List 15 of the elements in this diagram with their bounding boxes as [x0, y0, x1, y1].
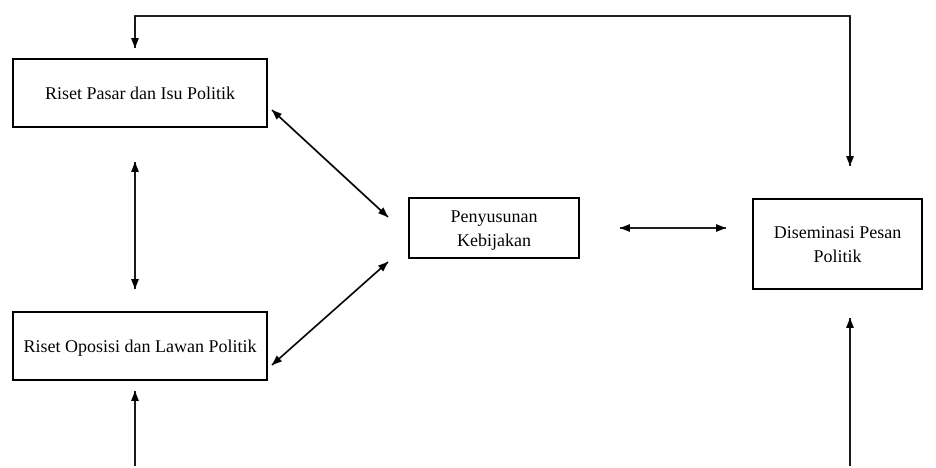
- box-label: Diseminasi Pesan Politik: [772, 221, 902, 268]
- arrow: [620, 224, 726, 232]
- box-label: Riset Pasar dan Isu Politik: [44, 82, 236, 105]
- arrow: [131, 391, 139, 466]
- process-box: [12, 311, 268, 381]
- process-box: [12, 58, 268, 128]
- arrow: [131, 162, 139, 289]
- arrow: [271, 109, 389, 218]
- arrow: [846, 318, 854, 466]
- arrow: [131, 15, 854, 166]
- process-box: [408, 197, 580, 259]
- box-label: Penyusunan Kebijakan: [450, 205, 538, 252]
- arrow: [271, 261, 389, 366]
- box-label: Riset Oposisi dan Lawan Politik: [22, 335, 258, 358]
- process-box: [752, 198, 923, 290]
